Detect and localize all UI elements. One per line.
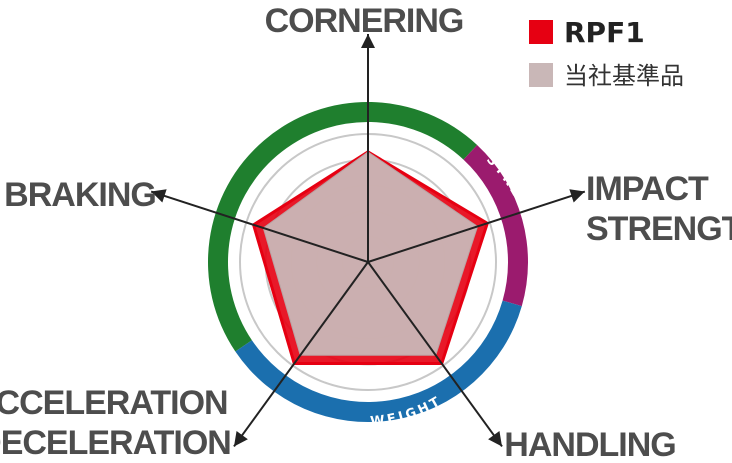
legend: RPF1 当社基準品: [529, 16, 684, 90]
radar-axes: [150, 34, 586, 448]
axis-arrowhead: [361, 34, 375, 48]
axis-arrowhead: [233, 431, 248, 447]
category-ring: [207, 101, 528, 423]
axis-line: [233, 261, 369, 448]
legend-swatch-rpf1: [529, 20, 553, 44]
stiffness-arc: [207, 101, 478, 352]
legend-label-rpf1: RPF1: [564, 16, 645, 49]
axis-label-cornering: CORNERING: [265, 2, 464, 40]
weight-arc: [235, 300, 522, 423]
axis-line: [367, 261, 503, 448]
axis-label-impact-strength: IMPACT STRENGTH: [586, 170, 732, 248]
axis-arrowhead: [151, 189, 167, 203]
axis-arrowhead: [488, 431, 503, 447]
legend-swatch-reference: [529, 63, 553, 87]
axis-label-acceleration-deceleration: ACCELERATION DECELERATION: [0, 384, 236, 462]
axis-line: [367, 190, 586, 263]
legend-label-reference: 当社基準品: [564, 62, 684, 90]
axis-label-braking: BRAKING: [4, 176, 156, 214]
axis-label-handling: HANDLING: [504, 426, 675, 463]
strength-arc: [463, 144, 528, 307]
axis-line: [150, 190, 369, 263]
radar-series: [251, 150, 490, 365]
series-polygon-reference: [262, 151, 479, 356]
axis-arrowhead: [569, 189, 585, 203]
